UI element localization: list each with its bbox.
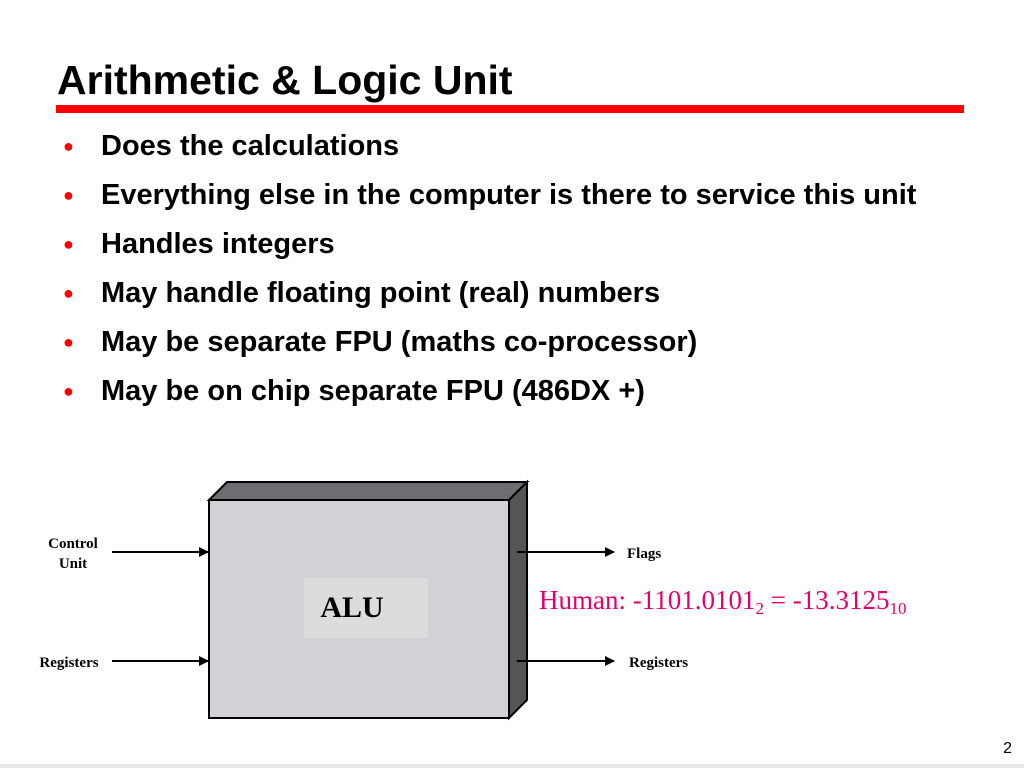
bullet-text: Handles integers xyxy=(101,228,335,260)
slide-title: Arithmetic & Logic Unit xyxy=(57,57,513,103)
bullet-item: ● Everything else in the computer is ther… xyxy=(60,175,960,216)
bullet-dot-icon: ● xyxy=(63,136,74,156)
output-label-registers: Registers xyxy=(629,655,688,671)
alu-label-bg xyxy=(304,578,428,638)
output-label-flags: Flags xyxy=(627,546,661,562)
bullet-item: ● May be on chip separate FPU (486DX +) xyxy=(60,371,960,412)
bullet-item: ● May be separate FPU (maths co-processor… xyxy=(60,322,960,363)
bullet-dot-icon: ● xyxy=(63,234,74,254)
note-base-10: 10 xyxy=(889,599,907,618)
bullet-text: Everything else in the computer is there… xyxy=(101,179,917,211)
input-label-control: Control xyxy=(48,536,98,552)
alu-diagram: ALU Control Unit Registers Flags Registe… xyxy=(39,479,688,721)
input-label-unit: Unit xyxy=(59,556,87,572)
bullet-list: ● Does the calculations ● Everything else … xyxy=(60,126,960,420)
bullet-text: May handle floating point (real) numbers xyxy=(101,277,661,309)
note-prefix: Human: -1101.0101 xyxy=(539,585,756,615)
note-middle: = -13.3125 xyxy=(763,585,890,615)
bullet-dot-icon: ● xyxy=(63,185,74,205)
input-label-registers: Registers xyxy=(39,655,98,671)
note-base-2: 2 xyxy=(755,599,764,618)
page-number: 2 xyxy=(1003,740,1012,757)
bullet-text: Does the calculations xyxy=(101,130,400,162)
bullet-item: ● May handle floating point (real) number… xyxy=(60,273,960,314)
footer-bar xyxy=(0,764,1024,768)
bullet-item: ● Handles integers xyxy=(60,224,960,265)
bullet-dot-icon: ● xyxy=(63,332,74,352)
bullet-dot-icon: ● xyxy=(63,381,74,401)
bullet-item: ● Does the calculations xyxy=(60,126,960,167)
bullet-dot-icon: ● xyxy=(63,283,74,303)
alu-box-top xyxy=(206,481,530,501)
alu-box-side xyxy=(508,479,528,721)
alu-label: ALU xyxy=(320,591,383,624)
bullet-text: May be separate FPU (maths co-processor) xyxy=(101,326,698,358)
title-rule xyxy=(56,105,964,113)
human-conversion-note: Human: -1101.01012 = -13.312510 xyxy=(539,585,907,618)
bullet-text: May be on chip separate FPU (486DX +) xyxy=(101,375,645,407)
